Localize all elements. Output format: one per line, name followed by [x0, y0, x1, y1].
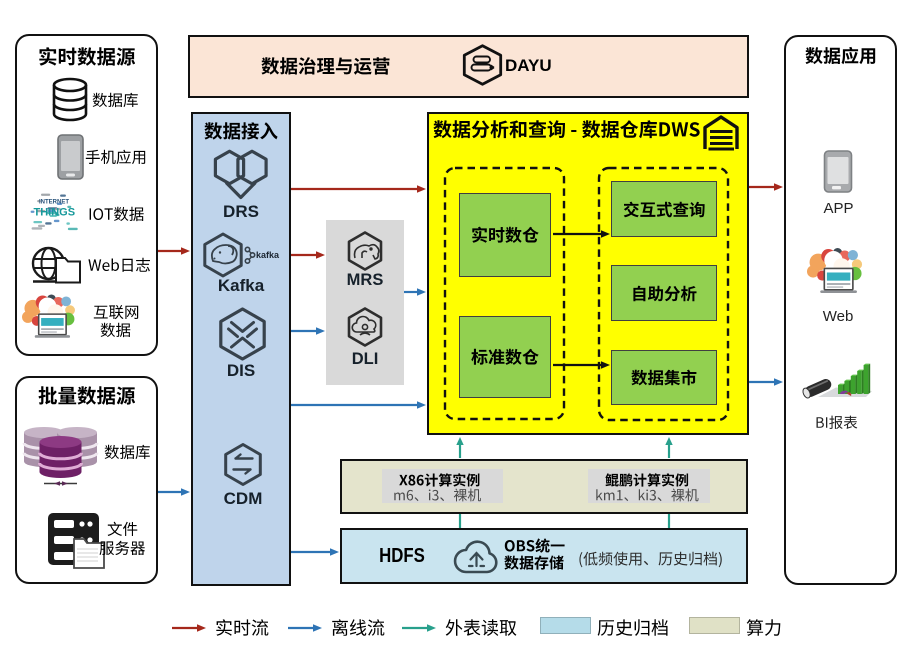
svg-text:THINGS: THINGS: [34, 207, 76, 219]
svg-text:INTERNET: INTERNET: [39, 200, 69, 206]
